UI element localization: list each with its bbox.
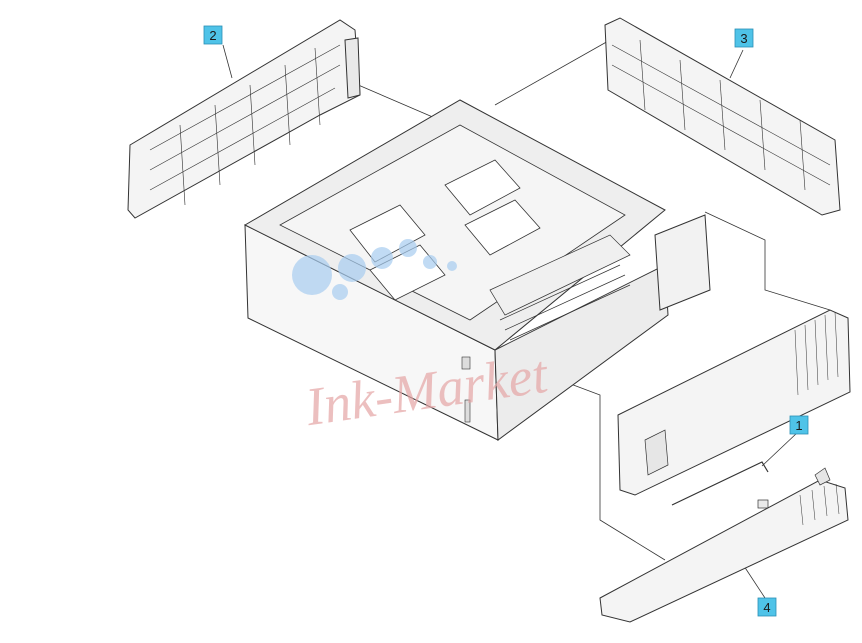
callout-4-label: 4 bbox=[763, 600, 770, 615]
bottom-rail-part bbox=[599, 467, 849, 623]
callout-1-label: 1 bbox=[795, 418, 802, 433]
callout-2: 2 bbox=[203, 25, 223, 45]
front-panel-part bbox=[617, 309, 851, 509]
leader-lines bbox=[222, 39, 831, 599]
callout-2-label: 2 bbox=[209, 28, 216, 43]
watermark-dots bbox=[292, 239, 457, 300]
callout-4: 4 bbox=[757, 597, 777, 617]
callout-1: 1 bbox=[789, 415, 809, 435]
left-side-cover-part bbox=[127, 19, 361, 219]
rear-cover-part bbox=[604, 17, 841, 216]
callout-3: 3 bbox=[734, 28, 754, 48]
callout-3-label: 3 bbox=[740, 31, 747, 46]
